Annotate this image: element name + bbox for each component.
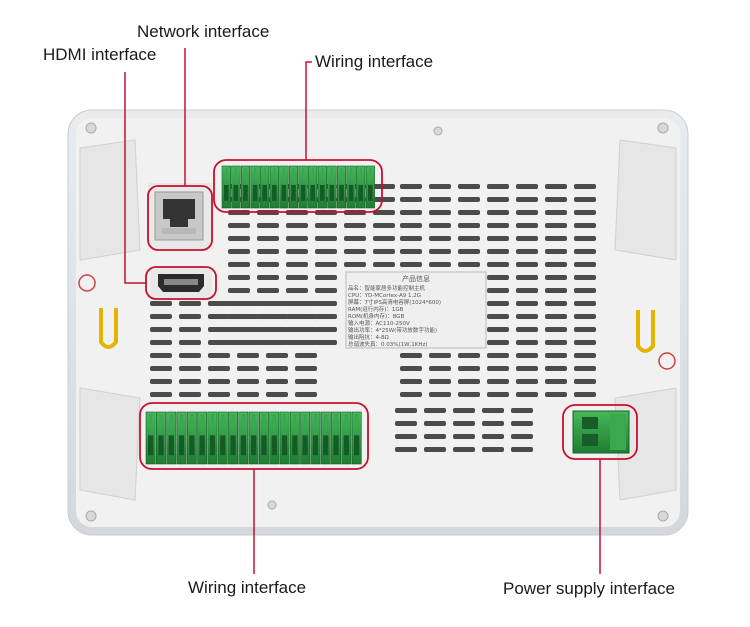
callout-leader-lines bbox=[124, 48, 601, 574]
label-line: 品名：智能家居多功能控制主机 bbox=[348, 286, 426, 292]
label-line: 总谐波失真：0.03%(1W,1KHz) bbox=[348, 342, 428, 348]
callout-hdmi-interface: HDMI interface bbox=[43, 45, 157, 64]
terminal-block-top bbox=[221, 165, 375, 209]
label-line: 输出功率：4*25W(带功放数字功能) bbox=[348, 328, 437, 334]
power-terminal bbox=[572, 410, 630, 454]
hdmi-port bbox=[150, 268, 212, 298]
label-title: 产品信息 bbox=[402, 275, 430, 283]
callout-network-interface: Network interface bbox=[137, 22, 270, 41]
qc-stamp-icon bbox=[78, 274, 676, 370]
callout-power-supply-interface: Power supply interface bbox=[503, 579, 675, 598]
screw-icon bbox=[85, 122, 669, 522]
product-label bbox=[345, 271, 487, 349]
label-line: ROM(机身内存)：8GB bbox=[348, 314, 405, 320]
label-line: 输出阻抗：4-8Ω bbox=[348, 335, 389, 341]
network-port bbox=[148, 183, 214, 249]
label-line: 屏幕：7寸IPS高清电容屏(1024*600) bbox=[348, 300, 441, 306]
callout-wiring-interface-top: Wiring interface bbox=[315, 52, 434, 71]
label-line: CPU：YD-MCortex-A9 1.2G bbox=[348, 293, 422, 299]
label-line: RAM(运行内存)：1GB bbox=[348, 307, 404, 313]
label-line: 输入电源：AC110-250V bbox=[348, 321, 410, 327]
terminal-block-bottom bbox=[145, 411, 362, 465]
vent-slots bbox=[150, 184, 596, 452]
callout-wiring-interface-bottom: Wiring interface bbox=[188, 578, 307, 597]
mounting-hook-icon bbox=[99, 308, 655, 353]
